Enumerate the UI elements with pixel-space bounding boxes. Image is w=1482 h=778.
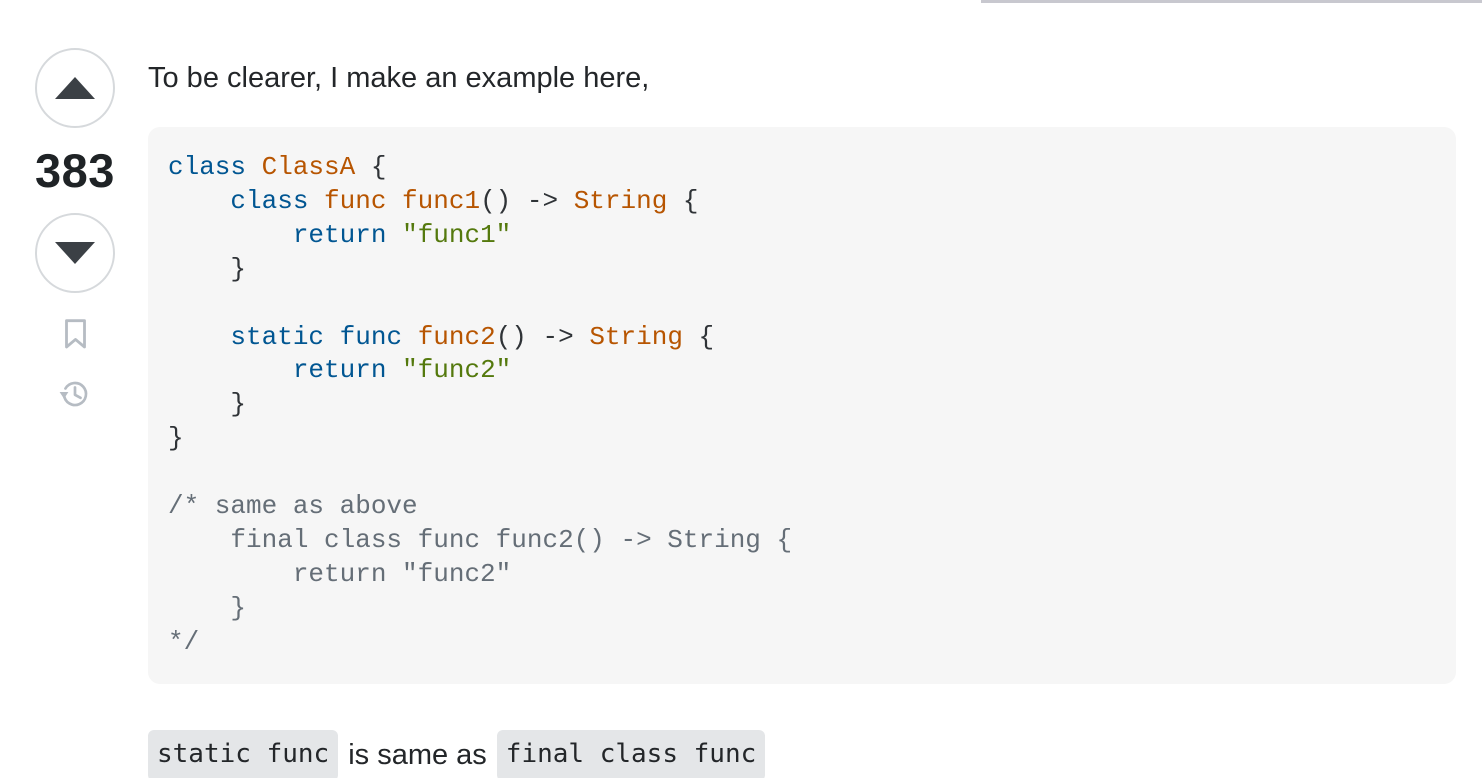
- inline-code-static-func: static func: [148, 729, 339, 778]
- code-line: static func func2() -> String {: [230, 321, 715, 352]
- bookmark-button[interactable]: [59, 318, 91, 350]
- inline-code-final-class-func: final class func: [496, 729, 766, 778]
- code-block: class ClassA { class func func1() -> Str…: [148, 127, 1456, 684]
- footer-paragraph: static func is same as final class func: [148, 729, 1456, 778]
- history-icon: [59, 381, 88, 407]
- code-line: [168, 456, 1432, 490]
- intro-paragraph: To be clearer, I make an example here,: [148, 62, 650, 94]
- upvote-button[interactable]: [35, 48, 115, 128]
- code-line: class ClassA {: [168, 152, 387, 182]
- code-line: }: [168, 423, 184, 454]
- code-content: class ClassA { class func func1() -> Str…: [168, 151, 1432, 660]
- code-line: /* same as above: [168, 491, 418, 522]
- code-line: return "func2": [292, 355, 512, 386]
- footer-text: is same as: [348, 738, 487, 771]
- top-divider: [981, 0, 1482, 3]
- vote-count: 383: [35, 144, 115, 197]
- code-line: [168, 287, 1432, 321]
- code-line: */: [168, 626, 200, 657]
- up-arrow-icon: [55, 77, 95, 99]
- code-line: return "func1": [292, 219, 512, 250]
- bookmark-icon: [64, 319, 86, 349]
- code-line: }: [168, 253, 247, 284]
- vote-cell: 383: [35, 48, 115, 410]
- answer-body: To be clearer, I make an example here, c…: [148, 57, 1456, 778]
- code-line: return "func2": [168, 558, 512, 589]
- code-line: }: [168, 592, 247, 623]
- down-arrow-icon: [55, 242, 95, 264]
- downvote-button[interactable]: [35, 213, 115, 293]
- code-line: }: [168, 389, 247, 420]
- code-line: class func func1() -> String {: [230, 185, 699, 216]
- code-line: final class func func2() -> String {: [168, 524, 793, 555]
- history-button[interactable]: [59, 378, 91, 410]
